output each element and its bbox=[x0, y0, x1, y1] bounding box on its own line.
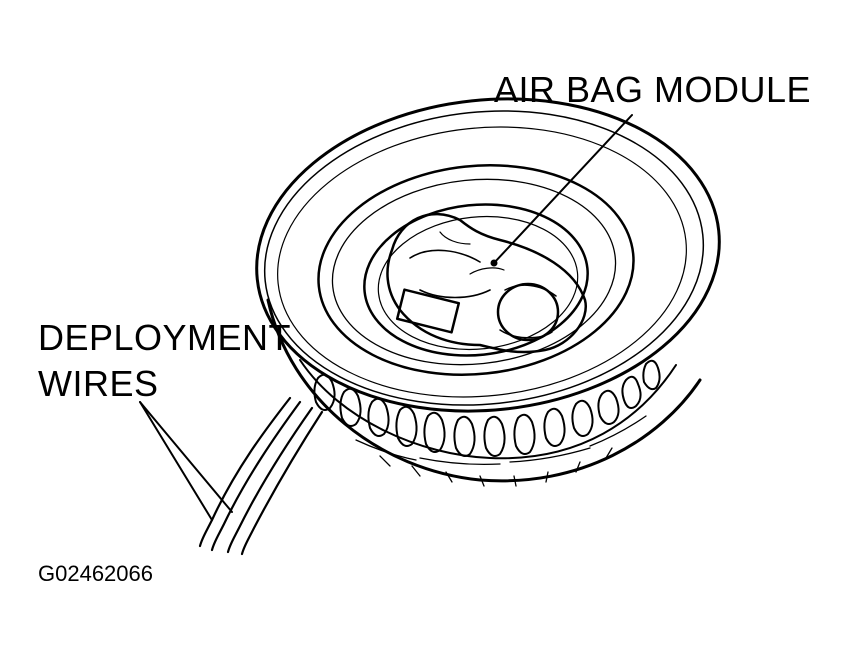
deployment-wires-label-line2: WIRES bbox=[38, 363, 159, 404]
tire-tread bbox=[313, 359, 661, 487]
leader-wire-2 bbox=[139, 401, 233, 513]
airbag-module bbox=[386, 212, 588, 354]
figure-code: G02462066 bbox=[38, 561, 153, 586]
leader-air-bag bbox=[493, 114, 633, 264]
leader-wire-1 bbox=[139, 401, 213, 521]
air-bag-module-label: AIR BAG MODULE bbox=[494, 69, 812, 110]
deployment-wires bbox=[198, 396, 324, 556]
leader-lines bbox=[139, 114, 633, 521]
deployment-wires-label-line1: DEPLOYMENT bbox=[38, 317, 292, 358]
tire bbox=[255, 97, 721, 483]
